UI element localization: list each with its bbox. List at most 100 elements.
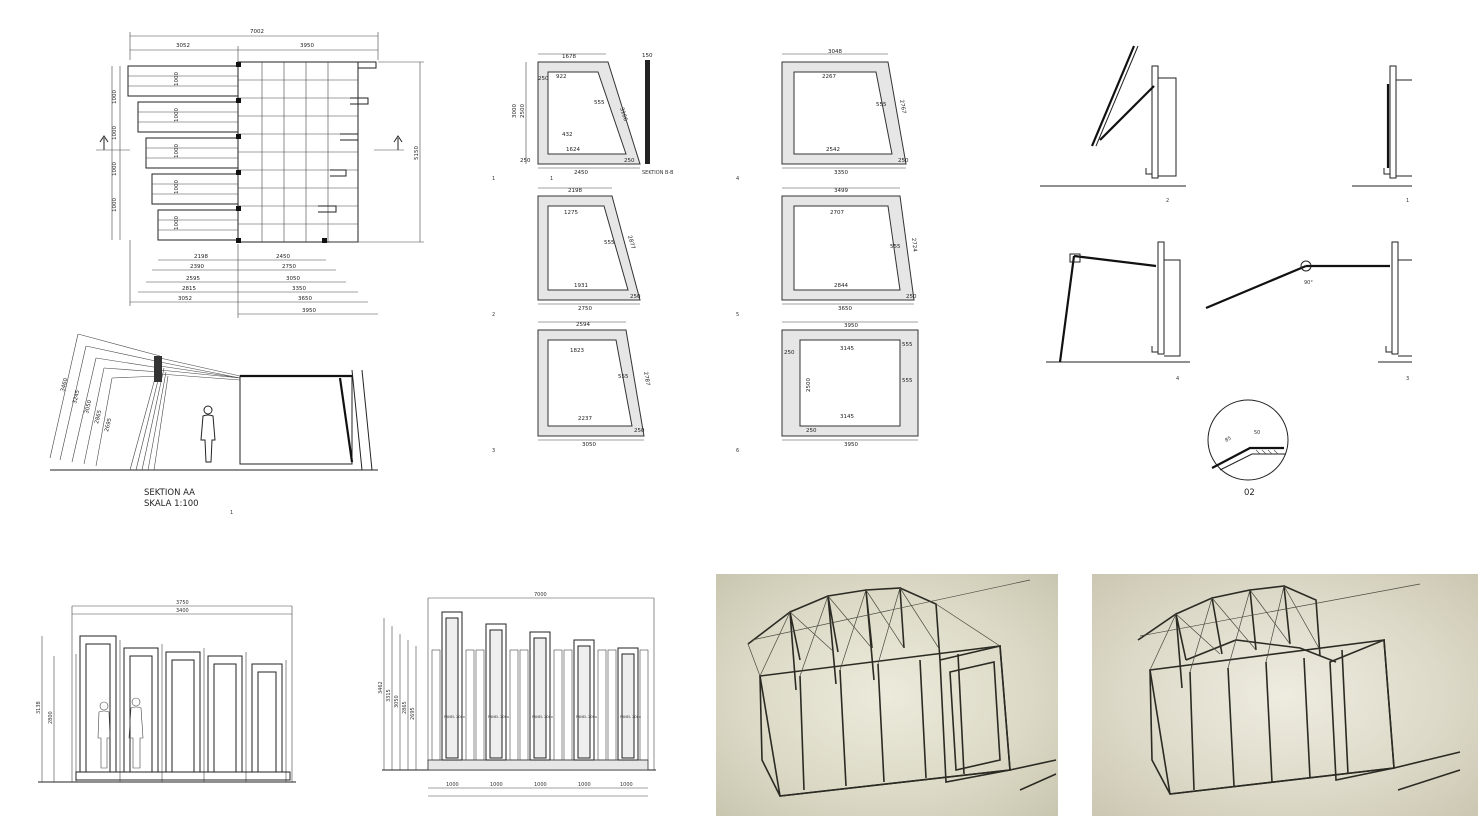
frame-1-a: 250 (538, 76, 549, 82)
frame-2-c: 250 (630, 294, 641, 300)
frame-5-diag: 2724 (910, 238, 917, 253)
frame-1: 1678 922 1624 2450 3166 555 432 3000 250… (492, 53, 674, 182)
frame-1-side: 555 (594, 100, 605, 106)
plan-row-dim-1: 1000 (112, 90, 118, 104)
elev-panel-label-3: PANEL 200x (532, 715, 553, 719)
frame-5-inner-top: 2707 (830, 210, 844, 216)
frame-4-c: 250 (898, 158, 909, 164)
hinge-detail-c: 4 (1046, 241, 1190, 382)
plan-height-dim: 5150 (414, 146, 420, 160)
frame-6: 3950 3145 3145 3950 2500 250 250 555 555… (736, 321, 919, 454)
elev-panel-label-1: PANEL 200x (444, 715, 465, 719)
elev-panel-label-2: PANEL 200x (488, 715, 509, 719)
frame-5-side: 555 (890, 244, 901, 250)
elev-right-dim-2: 1000 (490, 782, 503, 788)
frame-2-bottom: 2750 (578, 306, 592, 312)
plan-top-right-dim: 3950 (300, 43, 314, 49)
elev-left-top-dim: 3750 (176, 600, 189, 606)
frame-3-c: 250 (634, 428, 645, 434)
elev-right-h1: 3462 (378, 681, 384, 694)
elev-right-h5: 2695 (410, 707, 416, 720)
frame-4-side: 555 (876, 102, 887, 108)
person-silhouette (200, 405, 216, 463)
section-height-5: 2695 (104, 417, 113, 433)
hinge-detail-d: 90° 3 (1205, 241, 1412, 382)
plan-dim-r3: 3050 (286, 276, 300, 282)
section-height-3: 3050 (84, 399, 93, 415)
frame-1-small: 432 (562, 132, 573, 138)
perspective-sketch-1 (716, 574, 1058, 816)
frame-2-diag: 2877 (626, 235, 636, 251)
frame-6-side2: 555 (902, 378, 913, 384)
plan-dim-r4: 3350 (292, 286, 306, 292)
plan-row-label-4: 1000 (174, 180, 180, 194)
elev-right-h2: 3315 (386, 689, 392, 702)
section-height-2: 3245 (72, 389, 81, 405)
frame-1-bottom: 2450 (574, 170, 588, 176)
plan-row-label-3: 1000 (174, 144, 180, 158)
frame-3-inner-top: 1823 (570, 348, 584, 354)
frame-5-bottom: 3650 (838, 306, 852, 312)
joint-dim-a: 85 (1224, 435, 1232, 443)
plan-row-label-2: 1000 (174, 108, 180, 122)
frame-4-inner-top: 2267 (822, 74, 836, 80)
plan-row-dim-2: 1000 (112, 126, 118, 140)
plan-dim-l4: 2815 (182, 286, 196, 292)
plan-top-left-dim: 3052 (176, 43, 190, 49)
plan-row-dim-4: 1000 (112, 198, 118, 212)
frame-6-a: 250 (784, 350, 795, 356)
elev-right-h4: 2865 (402, 701, 408, 714)
elev-right-dim-4: 1000 (578, 782, 591, 788)
frame-4-number: 4 (736, 176, 739, 182)
joint-detail-circle: 85 50 02 (1207, 399, 1289, 498)
hinge-label-c: 4 (1176, 376, 1179, 382)
plan-drawing: 7002 3052 3950 (96, 29, 424, 318)
elev-right-dim-5: 1000 (620, 782, 633, 788)
joint-dim-b: 50 (1254, 430, 1260, 436)
plan-dim-r2: 2750 (282, 264, 296, 270)
hinge-label-d: 3 (1406, 376, 1409, 382)
elev-right-top-dim: 7000 (534, 592, 547, 598)
frame-6-inner-top: 3145 (840, 346, 854, 352)
frame-6-bottom: 3950 (844, 442, 858, 448)
frame-4-bottom: 3350 (834, 170, 848, 176)
plan-row-label-1: 1000 (174, 72, 180, 86)
hinge-angle-label: 90° (1304, 280, 1313, 286)
elev-right-dim-3: 1000 (534, 782, 547, 788)
frame-1-h1: 3000 (512, 104, 518, 118)
frame-6-bottom-in: 3145 (840, 414, 854, 420)
frame-1-detail-width: 150 (642, 53, 653, 59)
frame-4-diag: 2767 (898, 99, 906, 114)
hinge-label-a: 2 (1166, 198, 1169, 204)
frame-2-top: 2198 (568, 188, 582, 194)
frame-2: 2198 1275 1931 2750 2877 555 250 2 (492, 187, 641, 318)
elev-left-person-2 (128, 697, 144, 769)
frame-1-number: 1 (492, 176, 495, 182)
plan-dim-l2: 2390 (190, 264, 204, 270)
frame-3-top: 2594 (576, 322, 590, 328)
elev-panel-label-5: PANEL 200x (620, 715, 641, 719)
frame-4: 3048 2267 2542 3350 2767 555 250 4 (736, 49, 909, 182)
frame-2-side: 555 (604, 240, 615, 246)
frame-1-diag: 3166 (618, 107, 628, 123)
perspective-sketch-2 (1092, 574, 1478, 816)
frame-1-bottom-in: 1624 (566, 147, 580, 153)
frame-5-c: 250 (906, 294, 917, 300)
frame-1-b: 250 (520, 158, 531, 164)
section-title: SEKTION AA (144, 488, 195, 498)
section-drawing: 3460 3245 3050 2865 2695 SEKTION AA SKAL… (49, 333, 378, 516)
section-number: 1 (230, 510, 233, 516)
plan-dim-r6: 3950 (302, 308, 316, 314)
section-height-1: 3460 (60, 377, 69, 393)
elev-right-dim-1: 1000 (446, 782, 459, 788)
elevation-left: 3750 3400 3138 2800 (36, 600, 296, 783)
plan-dim-r1: 2450 (276, 254, 290, 260)
frame-3-side: 555 (618, 374, 629, 380)
elev-right-h3: 3050 (394, 695, 400, 708)
frame-4-bottom-in: 2542 (826, 147, 840, 153)
plan-row-dim-3: 1000 (112, 162, 118, 176)
frame-1-top: 1678 (562, 54, 576, 60)
hinge-detail-a: 2 (1040, 45, 1186, 204)
plan-overall-dim: 7002 (250, 29, 264, 35)
